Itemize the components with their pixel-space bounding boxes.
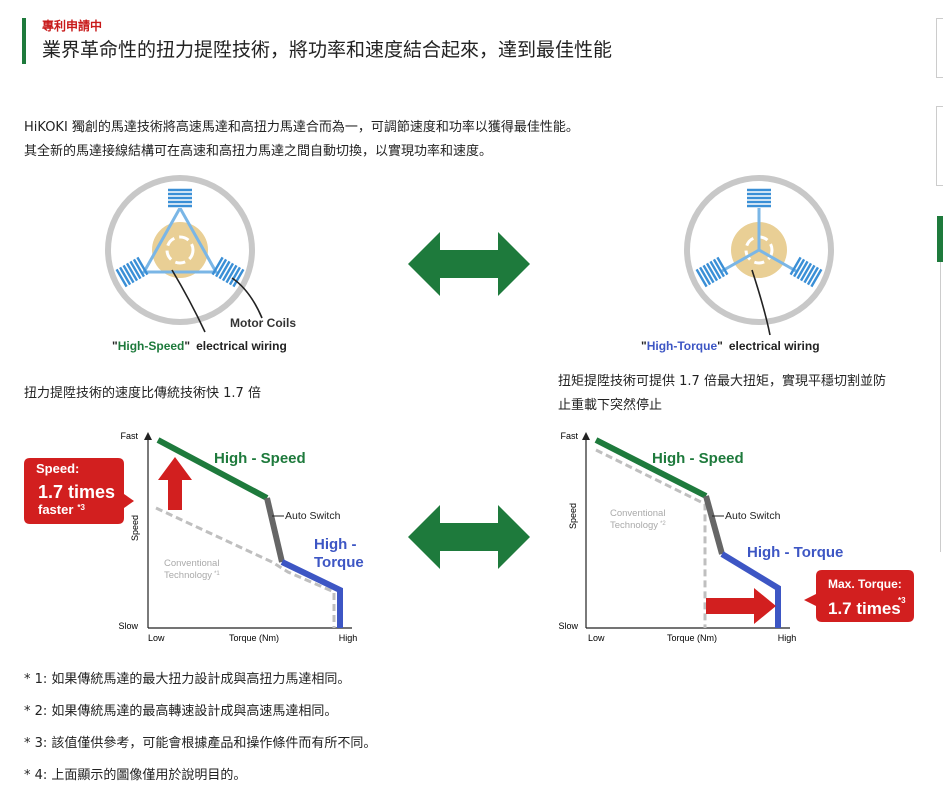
conventional-label-right-2: Technology*2 (610, 520, 666, 531)
footnote-4: * 4: 上面顯示的圖像僅用於說明目的。 (24, 768, 247, 783)
high-torque-curve-right (720, 551, 781, 628)
motor-rotor (152, 222, 208, 278)
side-accent-bar (937, 216, 943, 262)
conventional-label-right-1: Conventional (610, 508, 665, 519)
x-low-label: Low (148, 633, 165, 643)
hero-header: 專利申請中 業界革命性的扭力提陞技術，將功率和速度結合起來，達到最佳性能 (22, 18, 612, 64)
page-title: 業界革命性的扭力提陞技術，將功率和速度結合起來，達到最佳性能 (42, 39, 613, 61)
high-speed-curve (156, 437, 269, 501)
high-torque-label-2: Torque (314, 554, 364, 571)
y-top-label: Fast (120, 431, 138, 441)
coil-top (168, 188, 192, 208)
y-bottom-label-right: Slow (558, 621, 578, 631)
high-torque-label-right: High - Torque (747, 544, 843, 561)
footnote-3: * 3: 該值僅供參考，可能會根據產品和操作條件而有所不同。 (24, 736, 377, 751)
y-axis-arrow-icon (144, 432, 152, 440)
high-speed-curve-right (594, 437, 708, 499)
side-panel-edge-2 (936, 106, 943, 186)
performance-charts: Fast Slow Speed Low Torque (Nm) High Hig… (24, 431, 914, 643)
auto-switch-segment-right (703, 495, 725, 555)
footnotes: * 1: 如果傳統馬達的最大扭力設計成與高扭力馬達相同。 * 2: 如果傳統馬達… (24, 664, 376, 792)
coil-pointer (171, 269, 206, 333)
high-torque-label-1: High - (314, 536, 357, 553)
coil-left-right (695, 256, 729, 288)
conventional-label-1: Conventional (164, 558, 219, 569)
intro-text: HiKOKI 獨創的馬達技術將高速馬達和高扭力馬達合而為一，可調節速度和功率以獲… (24, 116, 579, 164)
switch-arrow-icon (408, 232, 530, 296)
y-top-label-right: Fast (560, 431, 578, 441)
speed-caption: 扭力提陞技術的速度比傳統技術快 1.7 倍 (24, 386, 261, 401)
torque-gain-arrow-icon (706, 588, 776, 624)
footnote-1: * 1: 如果傳統馬達的最大扭力設計成與高扭力馬達相同。 (24, 672, 351, 687)
y-bottom-label: Slow (118, 621, 138, 631)
high-speed-label-right: High - Speed (652, 450, 744, 467)
intro-line-2: 其全新的馬達接線結構可在高速和高扭力馬達之間自動切換，以實現功率和速度。 (24, 144, 493, 159)
motor-coils-label: Motor Coils (230, 316, 296, 330)
switch-arrow-icon-2 (408, 505, 530, 569)
x-low-label-right: Low (588, 633, 605, 643)
delta-wiring (141, 204, 219, 274)
x-high-label-right: High (778, 633, 797, 643)
high-torque-wiring-label: "High-Torque"electrical wiring (641, 339, 820, 353)
x-axis-title-right: Torque (Nm) (667, 633, 717, 643)
footnote-2: * 2: 如果傳統馬達的最高轉速設計成與高速馬達相同。 (24, 704, 338, 719)
auto-switch-label: Auto Switch (285, 510, 341, 522)
torque-caption: 扭矩提陞技術可提供 1.7 倍最大扭矩，實現平穩切割並防 止重載下突然停止 (558, 370, 918, 418)
speed-callout-title: Speed: (36, 461, 79, 476)
side-divider (940, 262, 941, 552)
torque-callout-title: Max. Torque: (828, 577, 902, 591)
high-torque-curve (280, 559, 343, 628)
conventional-label-2: Technology*1 (164, 570, 220, 581)
coil-left (115, 256, 149, 288)
torque-callout: Max. Torque: 1.7 times *3 (804, 570, 914, 622)
coil-top-right (747, 188, 771, 208)
auto-switch-label-right: Auto Switch (725, 510, 781, 522)
coil-pointer-2 (231, 277, 263, 319)
x-axis-title: Torque (Nm) (229, 633, 279, 643)
conventional-curve-right (595, 448, 707, 628)
conventional-curve (155, 506, 336, 628)
speed-chart: Fast Slow Speed Low Torque (Nm) High Hig… (24, 431, 364, 643)
torque-chart: Fast Slow Speed Low Torque (Nm) High Hig… (558, 431, 914, 643)
high-speed-wiring-label: "High-Speed"electrical wiring (112, 339, 287, 353)
intro-line-1: HiKOKI 獨創的馬達技術將高速馬達和高扭力馬達合而為一，可調節速度和功率以獲… (24, 120, 579, 135)
star-wiring (721, 208, 797, 273)
side-panel-edge (936, 18, 943, 78)
y-axis-arrow-icon-right (582, 432, 590, 440)
high-speed-motor-diagram: Motor Coils "High-Speed"electrical wirin… (105, 175, 296, 353)
y-axis-title-right: Speed (568, 503, 578, 529)
motor-diagrams: Motor Coils "High-Speed"electrical wirin… (105, 175, 834, 353)
speed-callout: Speed: 1.7 times faster*3 (24, 458, 134, 524)
high-torque-motor-diagram: "High-Torque"electrical wiring (641, 175, 834, 353)
coil-right (211, 256, 245, 288)
patent-pending-badge: 專利申請中 (42, 19, 103, 33)
torque-caption-line-1: 扭矩提陞技術可提供 1.7 倍最大扭矩，實現平穩切割並防 (558, 374, 886, 389)
speed-gain-arrow-icon (158, 457, 192, 510)
auto-switch-segment (264, 497, 285, 563)
torque-callout-value: 1.7 times (828, 599, 901, 618)
speed-callout-sub: faster*3 (38, 502, 86, 517)
torque-caption-line-2: 止重載下突然停止 (558, 398, 663, 413)
y-axis-title: Speed (130, 515, 140, 541)
coil-pointer-right (751, 269, 771, 336)
torque-callout-note: *3 (898, 596, 906, 605)
speed-callout-value: 1.7 times (38, 482, 115, 502)
rotor-rotation-icon (165, 235, 195, 265)
high-speed-label: High - Speed (214, 450, 306, 467)
x-high-label: High (339, 633, 358, 643)
coil-right-right (789, 256, 823, 288)
